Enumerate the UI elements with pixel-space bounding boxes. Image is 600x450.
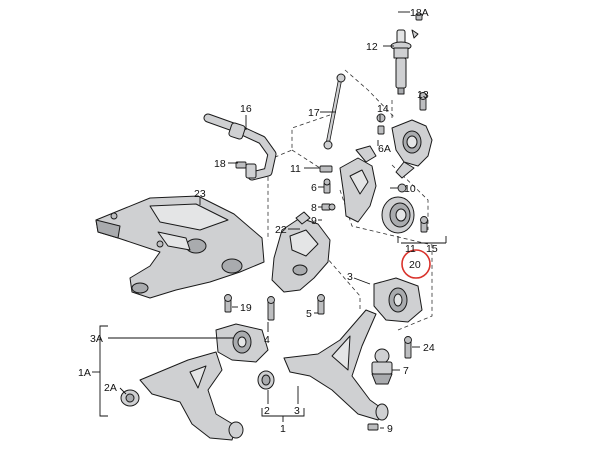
- mounting-bracket: [271, 211, 331, 293]
- label-3A: 3A: [90, 333, 103, 345]
- stabilizer-bar: [203, 113, 277, 181]
- label-4: 4: [264, 334, 270, 346]
- label-12: 12: [366, 41, 378, 53]
- label-22: 22: [275, 224, 287, 236]
- strut-assembly: [390, 29, 419, 95]
- label-7: 7: [403, 365, 409, 377]
- label-3-lower: 3: [294, 405, 300, 417]
- label-2: 2: [264, 405, 270, 417]
- label-24: 24: [423, 342, 435, 354]
- label-18A: 18A: [410, 7, 429, 19]
- label-3-upper: 3: [347, 271, 353, 283]
- label-13: 13: [417, 89, 429, 101]
- wheel-bearing-housing-upper: [391, 119, 433, 179]
- wishbone-left: [120, 351, 244, 441]
- wheel-bearing-housing: [339, 145, 377, 223]
- assembly-dashed-lines: [267, 69, 433, 331]
- label-19: 19: [240, 302, 252, 314]
- label-11-upper: 11: [290, 163, 301, 175]
- highlight-circle-20: [401, 249, 431, 279]
- label-16: 16: [240, 103, 252, 115]
- ball-joint: [371, 348, 393, 385]
- bolts: [224, 13, 427, 431]
- part-number-labels: 18A 12 17 13 14 16 6A 18 11 6 10 8 23 9 …: [78, 7, 438, 435]
- wishbone-right: [257, 309, 389, 421]
- wheel-hub: [381, 196, 428, 234]
- leader-lines: [92, 11, 447, 429]
- label-5: 5: [306, 308, 312, 320]
- label-1A: 1A: [78, 367, 91, 379]
- coupling-rod: [323, 73, 346, 150]
- label-15: 15: [426, 243, 438, 255]
- label-14: 14: [377, 103, 389, 115]
- label-1: 1: [280, 423, 286, 435]
- label-6: 6: [311, 182, 317, 194]
- subframe: [95, 195, 265, 299]
- label-9-lower: 9: [387, 423, 393, 435]
- rear-bush-3: [373, 277, 423, 323]
- label-10: 10: [404, 183, 416, 195]
- label-6A: 6A: [378, 143, 391, 155]
- label-17: 17: [308, 107, 320, 119]
- label-11-lower: 11: [405, 243, 416, 255]
- label-8: 8: [311, 202, 317, 214]
- rear-bush-3A: [215, 323, 269, 363]
- label-2A: 2A: [104, 382, 117, 394]
- label-20: 20: [409, 259, 421, 271]
- label-18: 18: [214, 158, 226, 170]
- label-9-upper: 9: [311, 215, 317, 227]
- label-23: 23: [194, 188, 206, 200]
